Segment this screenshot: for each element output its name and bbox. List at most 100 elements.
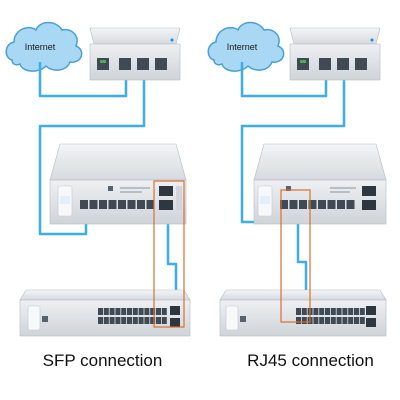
rack-switch (19, 289, 191, 337)
ethernet-port (359, 317, 365, 324)
status-led-icon (170, 38, 174, 42)
ethernet-port (342, 308, 348, 315)
cable-line (296, 210, 308, 312)
ethernet-port (144, 317, 150, 324)
ethernet-port (121, 317, 127, 324)
ethernet-port (301, 317, 307, 324)
ethernet-port (330, 308, 336, 315)
sfp-port (366, 306, 376, 315)
left-panel: Internet (5, 21, 191, 337)
sfp-port (366, 318, 376, 327)
sfp-port (170, 306, 180, 315)
gateway-port (155, 58, 167, 70)
ethernet-port (108, 200, 117, 209)
ethernet-port (132, 317, 138, 324)
ethernet-port (313, 317, 319, 324)
ethernet-port (118, 200, 126, 209)
ethernet-port (98, 308, 103, 315)
ethernet-port (138, 317, 144, 324)
internet-label: Internet (227, 42, 258, 52)
ethernet-port (137, 200, 145, 209)
ethernet-port (89, 200, 98, 209)
ethernet-port (319, 317, 325, 324)
ethernet-port (342, 317, 348, 324)
right-panel: Internet (207, 21, 387, 337)
sfp-port (362, 200, 376, 210)
ethernet-port (325, 308, 330, 315)
cable-line (38, 62, 128, 98)
ethernet-port (337, 200, 345, 209)
ethernet-port (354, 308, 359, 315)
rack-port-group (296, 308, 365, 324)
ethernet-port (280, 200, 288, 209)
rack-display (225, 305, 239, 331)
ethernet-port (348, 317, 354, 324)
ethernet-port (127, 200, 136, 209)
ethernet-port (161, 317, 167, 324)
sfp-highlight (153, 180, 185, 328)
ethernet-port (319, 308, 325, 315)
ethernet-port (150, 317, 156, 324)
ethernet-port (127, 317, 132, 324)
rack-logo-icon (42, 316, 48, 322)
switch-logo-icon (108, 186, 113, 191)
ethernet-port (115, 308, 121, 315)
ethernet-port (127, 308, 132, 315)
ethernet-port (156, 317, 161, 324)
gateway-router (289, 27, 381, 81)
rack-port-group (98, 308, 167, 324)
sfp-port (159, 200, 173, 210)
gateway-port (137, 58, 149, 70)
sfp-port (362, 186, 376, 196)
ethernet-port (109, 308, 115, 315)
ethernet-port (354, 317, 359, 324)
ethernet-port (144, 308, 150, 315)
ethernet-port (330, 317, 336, 324)
ethernet-port (325, 317, 330, 324)
gateway-port (97, 58, 109, 70)
internet-label: Internet (25, 42, 56, 52)
ethernet-port (109, 317, 115, 324)
ethernet-port (156, 308, 161, 315)
switch-logo-icon (286, 186, 291, 191)
ethernet-port (115, 317, 121, 324)
gateway-port (119, 58, 131, 70)
cable-line (38, 70, 146, 236)
ethernet-port (138, 308, 144, 315)
ethernet-port (80, 200, 88, 209)
access-switch (49, 143, 187, 225)
ethernet-port (146, 200, 155, 209)
ethernet-port (289, 200, 298, 209)
ethernet-port (313, 308, 319, 315)
internet-cloud: Internet (5, 21, 83, 72)
rack-display (27, 305, 41, 331)
sfp-connection-caption: SFP connection (42, 351, 163, 370)
ethernet-port (348, 308, 354, 315)
switch-port-group (80, 200, 155, 209)
ethernet-port (299, 200, 307, 209)
ethernet-port (161, 308, 167, 315)
ethernet-port (99, 200, 107, 209)
gateway-port (337, 58, 349, 70)
internet-cloud: Internet (207, 21, 285, 72)
ethernet-port (301, 308, 307, 315)
ethernet-port (336, 317, 342, 324)
ethernet-port (296, 308, 301, 315)
switch-port-group (280, 200, 355, 209)
sfp-port (159, 186, 173, 196)
rack-switch (219, 289, 387, 337)
gateway-port (355, 58, 367, 70)
ethernet-port (346, 200, 355, 209)
ethernet-port (296, 317, 301, 324)
ethernet-port (359, 308, 365, 315)
gateway-port (297, 58, 309, 70)
cable-line (240, 62, 328, 98)
ethernet-port (132, 308, 138, 315)
ethernet-port (308, 200, 317, 209)
sfp-port (170, 318, 180, 327)
rj45-connection-caption: RJ45 connection (247, 351, 374, 370)
ethernet-port (327, 200, 336, 209)
status-led-icon (370, 38, 374, 42)
gateway-router (89, 27, 181, 81)
